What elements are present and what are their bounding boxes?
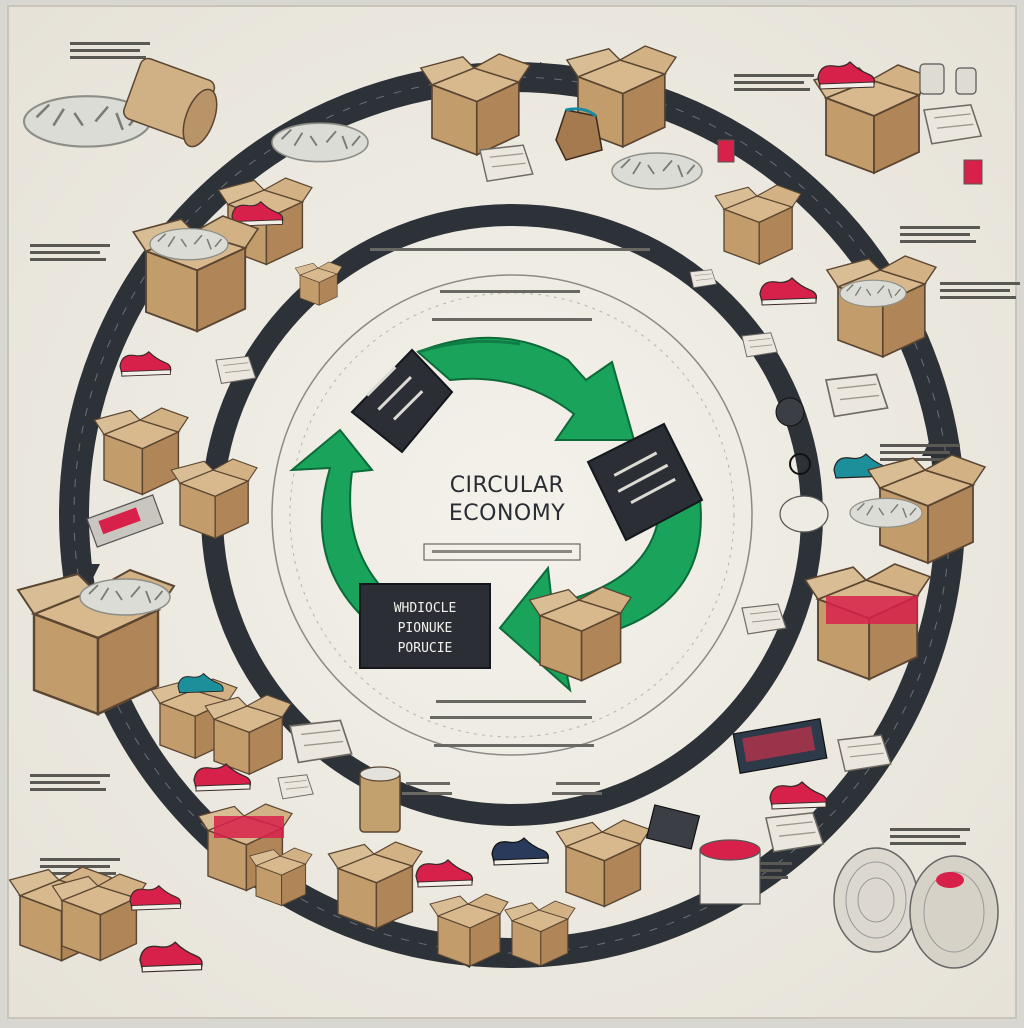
panel-bottom-line-1: WHDIOCLE bbox=[394, 601, 457, 616]
outer-ring-objects bbox=[8, 45, 999, 973]
panel-right bbox=[586, 422, 704, 542]
title-line-2: ECONOMY bbox=[448, 501, 566, 526]
title-line-1: CIRCULAR bbox=[449, 473, 565, 498]
center-caption-bar bbox=[423, 543, 581, 561]
panel-bottom bbox=[359, 583, 491, 669]
panel-bottom-line-2: PIONUKE bbox=[398, 621, 453, 636]
panel-bottom-line-3: PORUCIE bbox=[398, 641, 453, 656]
fabric-roll-icon bbox=[833, 847, 999, 969]
fabric-roll-icon bbox=[699, 839, 761, 905]
panel-bottom-text: WHDIOCLE PIONUKE PORUCIE bbox=[394, 601, 457, 656]
panel-top-left bbox=[350, 348, 454, 454]
middle-ring-objects bbox=[215, 261, 829, 800]
paper-roll-icon bbox=[122, 57, 218, 148]
arc-text-lines bbox=[370, 248, 650, 795]
inner-guide-ring bbox=[271, 274, 753, 756]
center-title: CIRCULAR ECONOMY bbox=[412, 472, 602, 528]
